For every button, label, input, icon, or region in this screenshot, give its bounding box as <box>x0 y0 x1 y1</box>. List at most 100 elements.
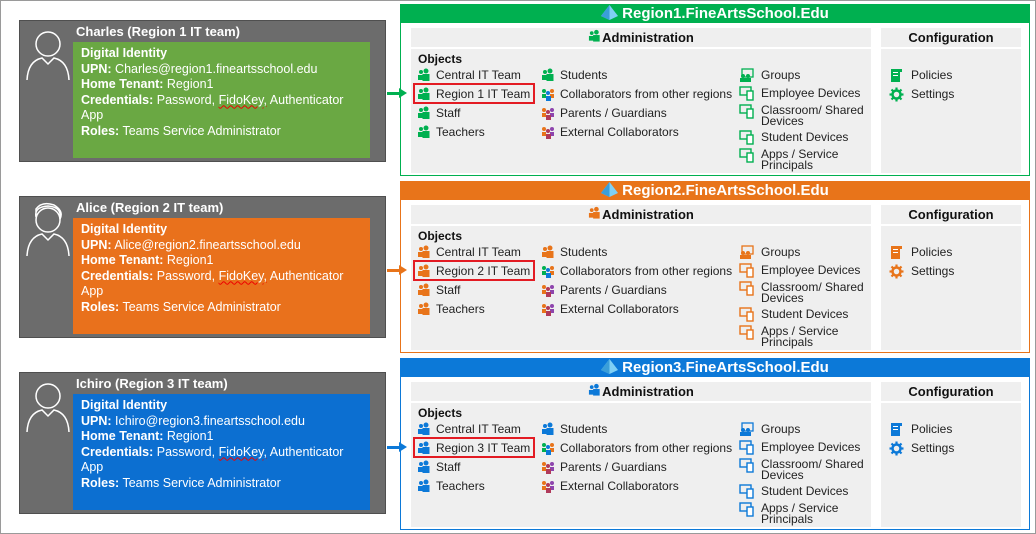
object-label: External Collaborators <box>560 479 679 493</box>
person-card: Ichiro (Region 3 IT team)Digital Identit… <box>19 372 386 514</box>
tenant-label: Home Tenant: <box>81 77 164 91</box>
admin-person-icon <box>588 383 602 399</box>
credentials-label: Credentials: <box>81 444 154 459</box>
object-label: Staff <box>436 460 461 474</box>
config-label: Policies <box>911 68 953 82</box>
object-label: Staff <box>436 283 461 297</box>
objects-label: Objects <box>418 229 463 243</box>
tenant-value: Region1 <box>166 253 214 267</box>
upn-value: Ichiro@region3.fineartsschool.edu <box>115 413 305 428</box>
device-label: Classroom/ Shared Devices <box>761 457 864 482</box>
user-avatar-icon <box>24 25 72 83</box>
region-title: Region2.FineArtsSchool.Edu <box>622 182 829 199</box>
roles-label: Roles: <box>81 475 120 490</box>
config-label: Settings <box>911 264 955 278</box>
arrowhead-icon <box>399 88 407 98</box>
roles-value: Teams Service Administrator <box>122 299 281 314</box>
config-label: Policies <box>911 245 953 259</box>
admin-person-icon <box>588 29 602 45</box>
credential-authenticator: Authenticator App <box>81 444 344 475</box>
object-label: Central IT Team <box>436 245 521 259</box>
configuration-panel <box>881 403 1021 527</box>
administration-label: Administration <box>602 384 694 399</box>
roles-label: Roles: <box>81 299 120 314</box>
roles-value: Teams Service Administrator <box>122 123 281 138</box>
credential-password: Password, <box>156 444 216 459</box>
device-label: Groups <box>761 245 801 259</box>
entra-pyramid-icon <box>601 359 622 376</box>
credential-password: Password, <box>156 92 216 107</box>
object-label: Parents / Guardians <box>560 460 667 474</box>
roles-label: Roles: <box>81 123 120 138</box>
roles-value: Teams Service Administrator <box>122 475 281 490</box>
person-name: Charles (Region 1 IT team) <box>76 24 240 39</box>
config-label: Policies <box>911 422 953 436</box>
identity-heading: Digital Identity <box>81 398 168 412</box>
object-label: Parents / Guardians <box>560 106 667 120</box>
region-title-bar: Region1.FineArtsSchool.Edu <box>400 4 1030 23</box>
tenant-label: Home Tenant: <box>81 429 164 443</box>
objects-panel <box>411 49 871 173</box>
objects-panel <box>411 226 871 350</box>
object-label: Students <box>560 422 608 436</box>
person-name: Alice (Region 2 IT team) <box>76 200 224 215</box>
credentials-label: Credentials: <box>81 268 154 283</box>
credential-authenticator: Authenticator App <box>81 268 344 299</box>
objects-panel <box>411 403 871 527</box>
highlighted-item-box <box>413 83 535 104</box>
upn-value: Charles@region1.fineartsschool.edu <box>115 61 318 76</box>
object-label: Students <box>560 68 608 82</box>
administration-header: Administration <box>411 28 871 47</box>
object-label: Students <box>560 245 608 259</box>
object-label: Collaborators from other regions <box>560 87 733 101</box>
object-label: Region 3 IT Team <box>436 441 531 455</box>
device-label: Student Devices <box>761 130 849 144</box>
object-label: Collaborators from other regions <box>560 441 733 455</box>
object-label: Teachers <box>436 302 485 316</box>
credential-authenticator: Authenticator App <box>81 92 344 123</box>
object-label: External Collaborators <box>560 302 679 316</box>
object-label: Region 1 IT Team <box>436 87 531 101</box>
device-label: Student Devices <box>761 307 849 321</box>
person-card: Alice (Region 2 IT team)Digital Identity… <box>19 196 386 338</box>
administration-label: Administration <box>602 207 694 222</box>
digital-identity-card: Digital Identity UPN: Ichiro@region3.fin… <box>73 394 370 510</box>
credentials-label: Credentials: <box>81 92 154 107</box>
region-title-bar: Region3.FineArtsSchool.Edu <box>400 358 1030 377</box>
credential-fidokey: FidoKey, <box>218 268 267 283</box>
device-label: Groups <box>761 422 801 436</box>
object-label: Teachers <box>436 125 485 139</box>
configuration-header: Configuration <box>881 205 1021 224</box>
admin-person-icon <box>588 206 602 222</box>
object-label: Teachers <box>436 479 485 493</box>
object-label: Central IT Team <box>436 68 521 82</box>
upn-value: Alice@region2.fineartsschool.edu <box>114 237 301 252</box>
person-card: Charles (Region 1 IT team) Digital Identi… <box>19 20 386 162</box>
upn-label: UPN: <box>81 61 112 76</box>
configuration-header: Configuration <box>881 28 1021 47</box>
objects-label: Objects <box>418 406 463 420</box>
device-label: Apps / Service Principals <box>761 324 839 349</box>
region-title-bar: Region2.FineArtsSchool.Edu <box>400 181 1030 200</box>
tenant-value: Region1 <box>166 429 214 443</box>
device-label: Apps / Service Principals <box>761 501 839 526</box>
arrowhead-icon <box>399 442 407 452</box>
object-label: External Collaborators <box>560 125 679 139</box>
device-label: Groups <box>761 68 801 82</box>
region-title: Region3.FineArtsSchool.Edu <box>622 359 829 376</box>
objects-label: Objects <box>418 52 463 66</box>
user-avatar-icon <box>24 377 72 435</box>
object-label: Region 2 IT Team <box>436 264 531 278</box>
dashed-arrow <box>387 92 399 95</box>
identity-heading: Digital Identity <box>81 46 168 60</box>
device-label: Student Devices <box>761 484 849 498</box>
administration-label: Administration <box>602 30 694 45</box>
credential-fidokey: FidoKey, <box>218 444 267 459</box>
object-label: Central IT Team <box>436 422 521 436</box>
digital-identity-card: Digital Identity UPN: Charles@region1.fi… <box>73 42 370 158</box>
upn-label: UPN: <box>81 413 112 428</box>
device-label: Classroom/ Shared Devices <box>761 103 864 128</box>
